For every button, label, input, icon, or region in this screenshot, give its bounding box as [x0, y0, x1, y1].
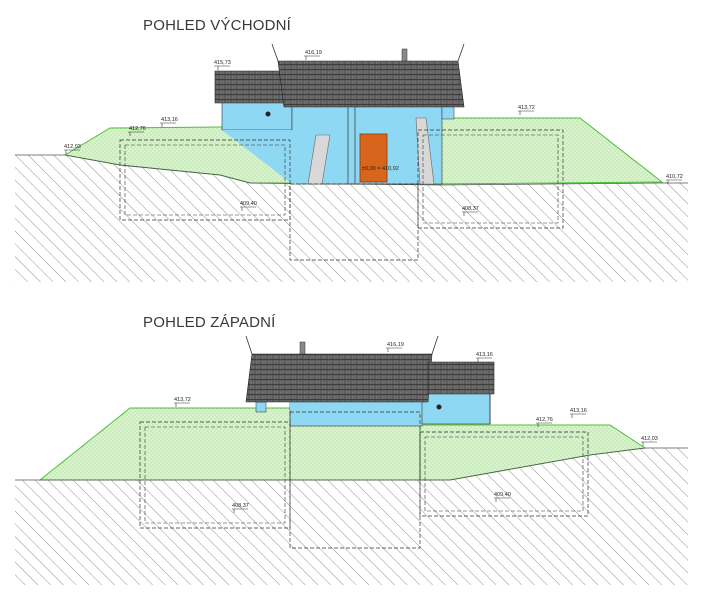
foundation-right: [417, 129, 564, 229]
west-elevation: 416,19 413,16 413,72 412,76 413,16 412,0…: [15, 335, 688, 585]
level-terrain-right-top-west: 413,16: [570, 408, 587, 414]
level-foundation-left-west: 408,37: [232, 503, 249, 509]
level-markers-west: 416,19 413,16 413,72 412,76 413,16 412,0…: [174, 342, 658, 513]
wall-right-wing-west: [421, 391, 491, 425]
level-terrain-right-top: 413,72: [518, 105, 535, 111]
level-foundation-left: 409,40: [240, 201, 257, 207]
level-terrain-right-mid-west: 412,76: [536, 417, 553, 423]
foundation-right-west: [419, 431, 589, 517]
level-markers-east: 415,73 416,19 413,16 412,76 412,03 413,7…: [64, 50, 683, 216]
level-foundation-right-west: 409,40: [494, 492, 511, 498]
level-roof-right-west: 413,16: [476, 352, 493, 358]
terrain-right: [429, 117, 664, 185]
foundation-left: [119, 139, 291, 221]
level-foundation-right: 408,37: [462, 206, 479, 212]
ground-line-west: [15, 447, 688, 481]
level-door: ±0,00 = 410,92: [362, 166, 399, 172]
view-title-west: POHLED ZÁPADNÍ: [143, 314, 276, 331]
roof-right-wing-west: [427, 361, 495, 395]
entrance-door: [359, 133, 388, 183]
level-terrain-right-edge-west: 412,03: [641, 436, 658, 442]
roof-left-wing: [214, 70, 285, 104]
level-terrain-left-top: 413,16: [161, 117, 178, 123]
level-terrain-left-mid: 412,76: [129, 126, 146, 132]
view-title-east: POHLED VÝCHODNÍ: [143, 17, 292, 34]
window-round: [265, 111, 271, 117]
wall-terrain-cut: [222, 130, 300, 184]
retaining-wall-right: [415, 117, 435, 185]
level-ridge: 416,19: [305, 50, 322, 56]
window-round-west: [436, 404, 442, 410]
wall-left-wing: [221, 99, 293, 131]
chimney-vent-west: [299, 341, 306, 355]
level-roof-left: 415,73: [214, 60, 231, 66]
ground-line: [15, 154, 688, 186]
level-terrain-right-edge: 410,72: [666, 174, 683, 180]
level-terrain-left-edge: 412,03: [64, 144, 81, 150]
chimney-vent: [401, 48, 408, 62]
roof-main: [277, 60, 465, 108]
level-ridge-west: 416,19: [387, 342, 404, 348]
roof-main-west: [245, 353, 433, 403]
foundation-left-west: [139, 421, 291, 529]
east-elevation: ±0,00 = 410,92 415,73 416,19 413,16 412,…: [15, 43, 688, 282]
level-terrain-left-top-west: 413,72: [174, 397, 191, 403]
